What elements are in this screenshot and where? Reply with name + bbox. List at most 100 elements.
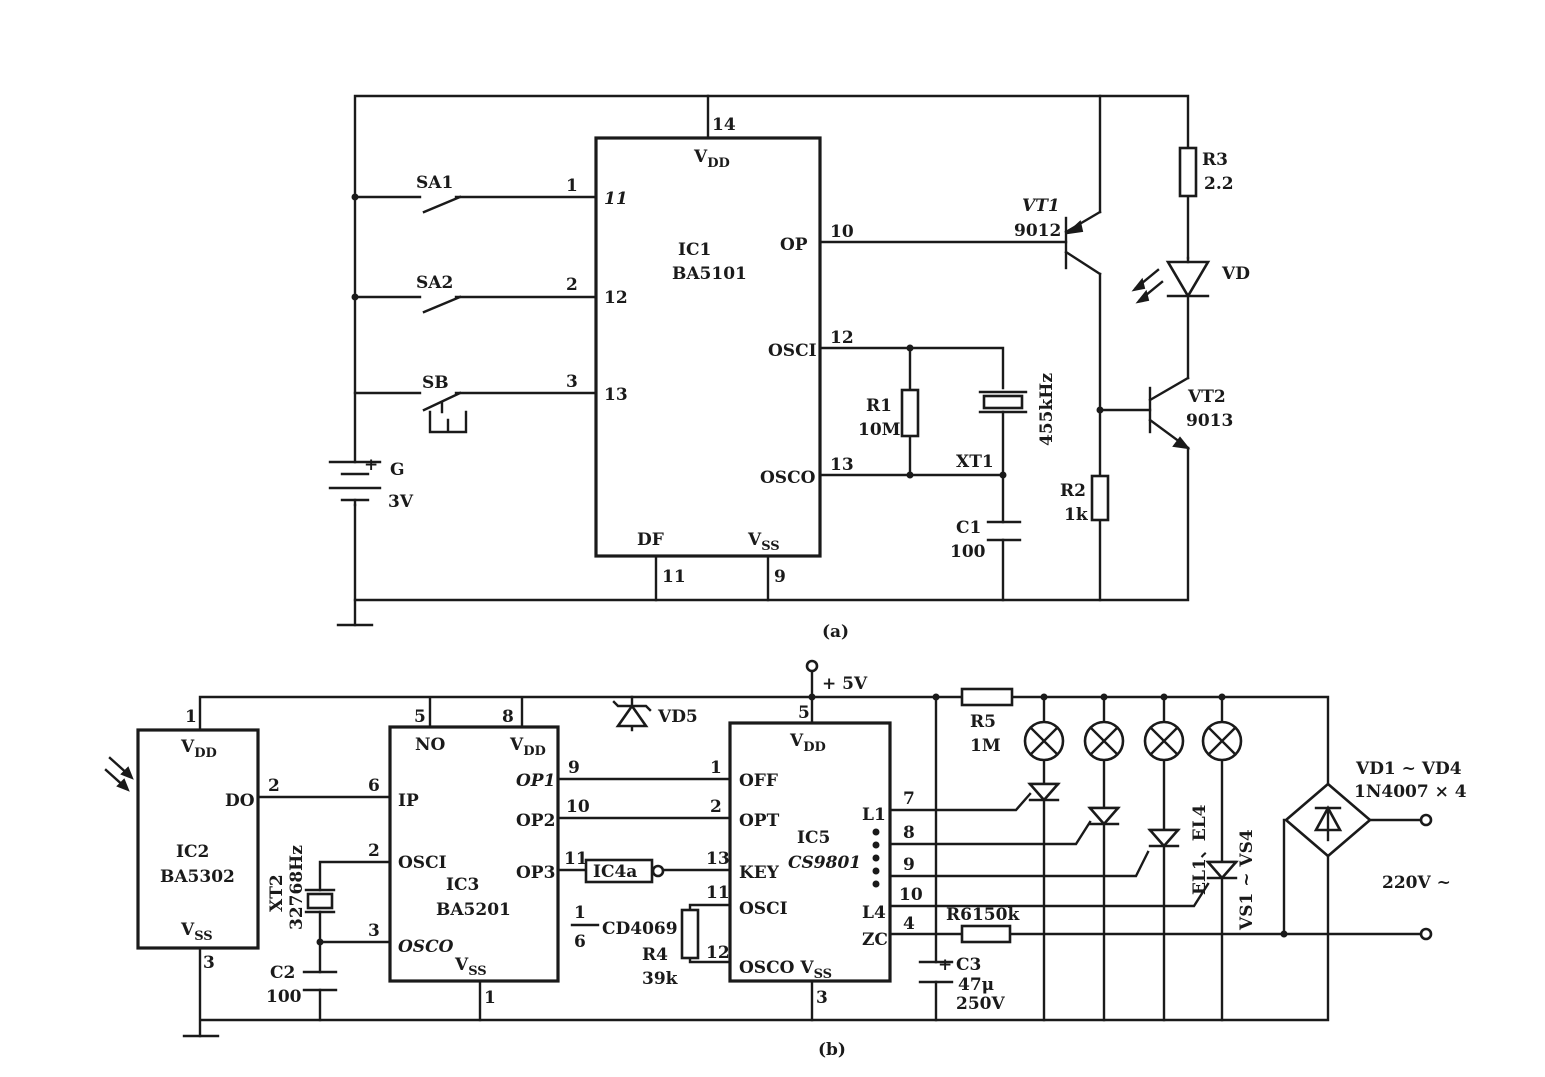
ic3-osci-label: OSCI [398, 853, 447, 873]
ic1-pin-12-label: 12 [604, 288, 628, 308]
resistor-r5: R5 1M [960, 687, 1014, 756]
lamp-el2 [1083, 720, 1125, 762]
ic3-osco-label: OSCO [398, 937, 454, 957]
pin-number: 6 [368, 776, 380, 796]
supply-terminal: + 5V [805, 659, 868, 694]
pin-number: 5 [798, 703, 810, 723]
switch-sb: SB [422, 373, 468, 434]
lamp-el3 [1143, 720, 1185, 762]
ic5-l1-label: L1 [862, 805, 886, 825]
ic5-key-label: KEY [739, 863, 780, 883]
switch-sa2: SA2 [416, 273, 462, 314]
ic3-vss-label: VSS [454, 955, 487, 979]
c3-plus: + [938, 955, 952, 975]
triac-vs1 [1027, 782, 1061, 802]
r4-value: 39k [642, 969, 679, 989]
r2-name: R2 [1060, 481, 1086, 501]
ic5-off-label: OFF [739, 771, 778, 791]
bridge-rectifier: VD1 ~ VD4 1N4007 × 4 [1284, 759, 1467, 858]
vt1-name: VT1 [1022, 196, 1060, 216]
r5-value: 1M [970, 736, 1001, 756]
wire-outputs [888, 792, 1428, 936]
lamp-el4 [1201, 720, 1243, 762]
pin-number: 11 [706, 883, 730, 903]
wire-lamps [1042, 695, 1224, 1022]
r4-name: R4 [642, 945, 668, 965]
r1-name: R1 [866, 396, 892, 416]
pin-number: 2 [710, 797, 722, 817]
ic5-opt-label: OPT [739, 811, 780, 831]
ic2-name: IC2 [176, 842, 209, 862]
ic3-vdd-label: VDD [509, 735, 546, 759]
caption-b: (b) [818, 1040, 846, 1060]
lamps-label: EL1、EL4 [1190, 804, 1210, 895]
ic2-part: BA5302 [160, 867, 235, 887]
triac-vs2 [1087, 806, 1121, 826]
pin-number: 5 [414, 707, 426, 727]
pin-number: 4 [903, 914, 915, 934]
pin-number: 10 [830, 222, 854, 242]
ground-symbol [336, 598, 374, 627]
sa1-label: SA1 [416, 173, 453, 193]
lamp-el1 [1023, 720, 1065, 762]
pin-number: 13 [706, 849, 730, 869]
battery-value: 3V [388, 492, 414, 512]
ic5-osci-label: OSCI [739, 899, 788, 919]
c3-voltage: 250V [956, 994, 1005, 1014]
figure-b: VDD DO IC2 BA5302 VSS NO VDD IP OSCI OSC… [104, 659, 1467, 1060]
r2-value: 1k [1064, 505, 1089, 525]
c2-value: 100 [266, 987, 302, 1007]
pin-number: 2 [368, 841, 380, 861]
ic2-body [136, 728, 260, 950]
pin-number: 12 [706, 943, 730, 963]
ic5-name: IC5 [797, 828, 830, 848]
pin-number: 9 [903, 855, 915, 875]
ic3-body [388, 725, 560, 983]
c3-value: 47μ [958, 975, 994, 995]
ic1-name: IC1 [678, 240, 711, 260]
ic5-osco-vss-label: OSCO VSS [739, 958, 832, 982]
ic1-body [594, 136, 822, 558]
ir-receiver-arrows [104, 756, 134, 792]
inverter-ic4a: IC4a CD4069 [570, 858, 678, 939]
led-vd: VD [1131, 256, 1250, 304]
supply-label: + 5V [822, 674, 868, 694]
r1-value: 10M [858, 420, 901, 440]
ic1-osco-label: OSCO [760, 468, 816, 488]
caption-a: (a) [822, 622, 849, 642]
ic5-l4-label: L4 [862, 903, 886, 923]
wire-frame-b [198, 670, 1330, 1038]
ic1-vss-label: VSS [747, 530, 780, 554]
wire-switches [353, 94, 710, 395]
pin-number: 12 [830, 328, 854, 348]
transistor-vt2: VT2 9013 [1148, 376, 1233, 450]
c3-name: C3 [956, 955, 981, 975]
crystal-xt1: XT1 455kHz [956, 373, 1057, 472]
sb-label: SB [422, 373, 449, 393]
ic1-op-label: OP [780, 235, 808, 255]
vt2-name: VT2 [1187, 387, 1226, 407]
ic3-part: BA5201 [436, 900, 511, 920]
pin-number: 11 [564, 849, 588, 869]
pin-number: 10 [566, 797, 590, 817]
pin-number: 1 [566, 176, 578, 196]
wire-transistors [818, 94, 1152, 602]
ic3-op1-label: OP1 [516, 771, 555, 791]
mains-terminals: 220V ~ [1382, 813, 1451, 941]
transistor-vt1: VT1 9012 [1014, 196, 1102, 276]
c2-name: C2 [270, 963, 295, 983]
pin-number: 7 [903, 789, 915, 809]
xt1-frequency: 455kHz [1037, 373, 1057, 446]
pin-number: 3 [566, 372, 578, 392]
sa2-label: SA2 [416, 273, 453, 293]
pin-number: 3 [368, 921, 380, 941]
ic1-part: BA5101 [672, 264, 747, 284]
resistor-r4: R4 39k [642, 908, 700, 989]
wire-bridge [1282, 818, 1428, 936]
battery-g: + G 3V [328, 455, 414, 512]
figure-a: IC1 BA5101 VDD VSS 11 12 13 OP OSCI OSCO… [328, 94, 1250, 642]
resistor-r6: R6150k [946, 905, 1020, 944]
ic4a-label: IC4a [593, 862, 637, 882]
